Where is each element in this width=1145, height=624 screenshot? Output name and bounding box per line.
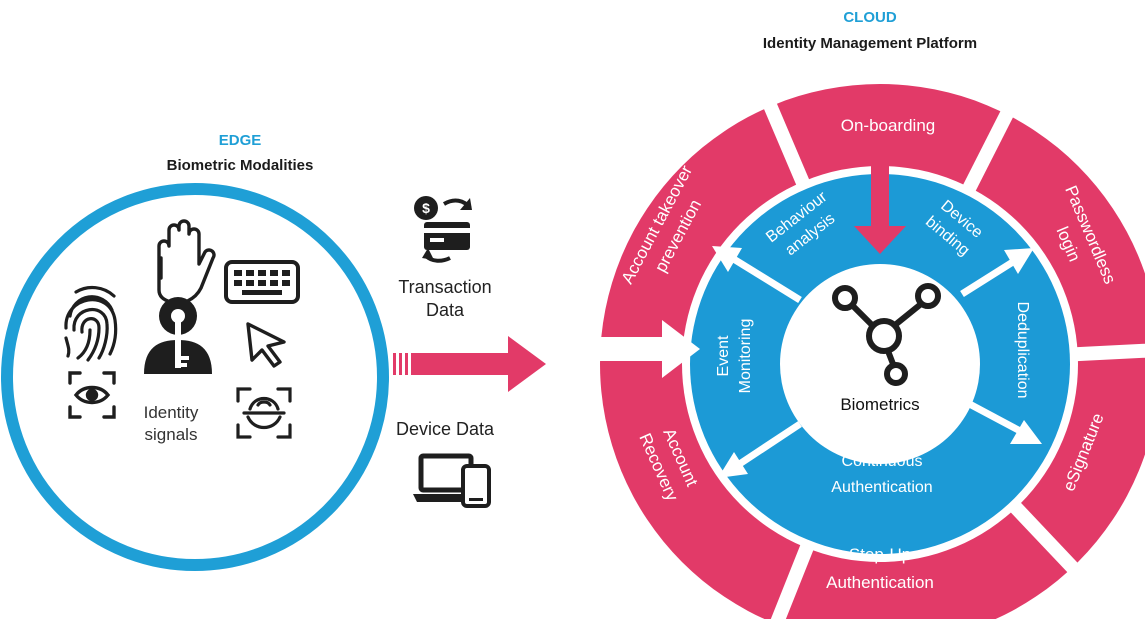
onboarding-arrow	[854, 158, 906, 254]
fingerprint-icon	[64, 285, 118, 362]
inner-deduplication-label: Deduplication	[1014, 302, 1031, 399]
biometrics-core	[780, 264, 980, 464]
segment-stepup-label-line2: Authentication	[826, 573, 934, 592]
transaction-data-label: Transaction Data	[380, 276, 510, 322]
segment-onboarding-label: On-boarding	[841, 116, 936, 135]
identity-signals-label: Identity signals	[116, 402, 226, 446]
incoming-arrow	[570, 320, 700, 378]
cloud-subheading: Identity Management Platform	[762, 35, 978, 52]
biometrics-label: Biometrics	[840, 395, 919, 414]
keyboard-icon	[224, 260, 300, 304]
inner-continuous-label-line2: Authentication	[831, 479, 932, 496]
identity-signals-line2: signals	[144, 425, 198, 444]
payment-card-exchange-icon: $	[410, 192, 480, 269]
person-key-icon	[144, 297, 212, 374]
outgoing-arrows	[712, 246, 1042, 478]
edge-subheading: Biometric Modalities	[166, 157, 314, 174]
cloud-heading: CLOUD	[843, 9, 897, 26]
eye-scan-icon	[68, 371, 116, 419]
inner-event-label-line2: Monitoring	[737, 319, 754, 394]
svg-text:$: $	[422, 200, 430, 216]
segment-stepup-label-line1: Step-Up	[849, 545, 911, 564]
cursor-icon	[246, 322, 286, 368]
inner-event-label-line1: Event	[715, 335, 732, 376]
face-scan-icon	[236, 387, 292, 439]
device-data-label: Device Data	[395, 419, 495, 439]
data-flow-arrow	[390, 330, 550, 405]
identity-signals-line1: Identity	[143, 403, 199, 422]
biometrics-network-icon	[832, 283, 941, 386]
inner-continuous-label-line1: Continuous	[842, 453, 923, 470]
transaction-line2: Data	[425, 300, 465, 320]
transaction-line1: Transaction	[398, 277, 492, 297]
edge-heading: EDGE	[218, 132, 262, 149]
edge-circle	[0, 0, 440, 624]
laptop-phone-icon	[413, 452, 493, 513]
